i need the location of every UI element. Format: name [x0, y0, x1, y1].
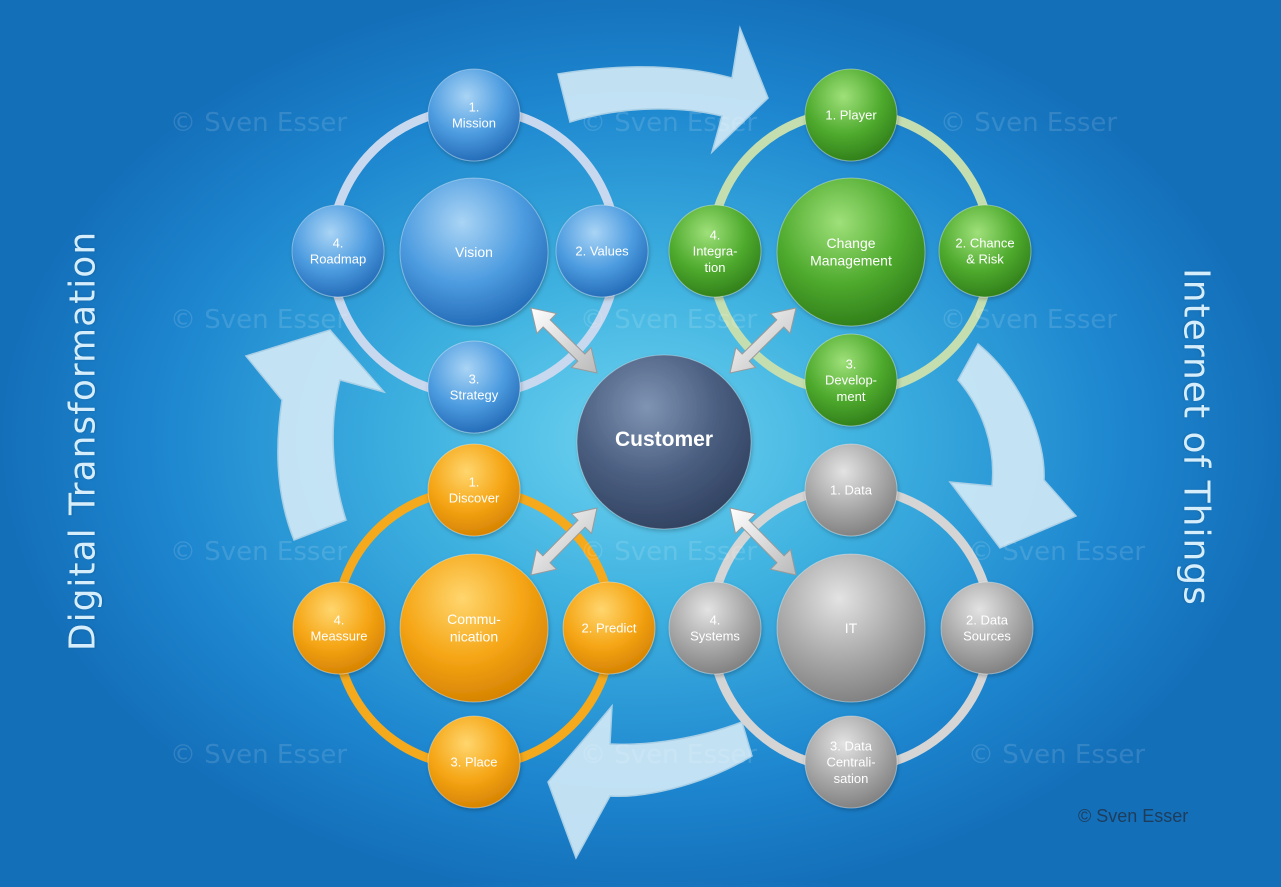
watermark-text: © Sven Esser [940, 305, 1118, 335]
satellite-label: 2. Predict [582, 621, 637, 636]
cluster-blue: Vision 1. Mission 2. Values 3. Strategy 4. Road… [291, 68, 649, 434]
satellite-label: 4. [710, 227, 721, 242]
satellite-label: Mission [452, 116, 496, 131]
watermark-text: © Sven Esser [940, 108, 1118, 138]
watermark-text: © Sven Esser [580, 537, 758, 567]
main-circle-gray [776, 553, 926, 703]
main-circle-label: Commu- [447, 611, 501, 627]
satellite-label: 1. [469, 99, 480, 114]
satellite-label: Develop- [825, 373, 877, 388]
satellite-circle-blue-bottom [427, 340, 521, 434]
main-circle-label: Management [810, 253, 892, 269]
watermark-text: © Sven Esser [170, 305, 348, 335]
satellite-label: 3. Place [451, 755, 498, 770]
satellite-label: 1. [469, 474, 480, 489]
main-circle-label: IT [845, 620, 858, 636]
satellite-label: Systems [690, 629, 740, 644]
cycle-arrow-left [244, 329, 387, 541]
watermark-text: © Sven Esser [968, 537, 1146, 567]
satellite-label: Meassure [310, 629, 367, 644]
satellite-label: 4. [710, 612, 721, 627]
watermark-text: © Sven Esser [170, 537, 348, 567]
customer-label: Customer [615, 428, 713, 451]
watermark-text: © Sven Esser [170, 108, 348, 138]
main-circle-green [776, 177, 926, 327]
satellite-label: 1. Player [825, 108, 877, 123]
main-circle-label: Vision [455, 244, 493, 260]
satellite-circle-green-bottom [804, 333, 898, 427]
satellite-label: Discover [449, 491, 500, 506]
internet-of-things-title: Internet of Things [1175, 268, 1217, 606]
satellite-label: Roadmap [310, 252, 366, 267]
satellite-circle-orange-left [292, 581, 386, 675]
cluster-orange: Commu-nication 1. Discover 2. Predict 3. Pla… [292, 443, 656, 809]
satellite-circle-green-left [668, 204, 762, 298]
main-circle-label: Change [826, 235, 875, 251]
main-circle-label: nication [450, 629, 498, 645]
satellite-circle-orange-top [427, 443, 521, 537]
satellite-label: 4. [334, 612, 345, 627]
satellite-circle-gray-right [940, 581, 1034, 675]
satellite-label: ment [837, 389, 866, 404]
satellite-label: 4. [333, 235, 344, 250]
main-circle-orange [399, 553, 549, 703]
satellite-circle-blue-left [291, 204, 385, 298]
satellite-label: Strategy [450, 388, 499, 403]
satellite-circle-green-top [804, 68, 898, 162]
satellite-label: 3. Data [830, 738, 873, 753]
satellite-circle-gray-bottom [804, 715, 898, 809]
cycle-arrow-bottom [547, 703, 753, 860]
satellite-circle-orange-right [562, 581, 656, 675]
cycle-arrow-top [557, 25, 769, 155]
watermark-text: © Sven Esser [580, 108, 758, 138]
satellite-label: 3. [846, 356, 857, 371]
cycle-arrow-right [948, 342, 1078, 549]
satellite-circle-blue-right [555, 204, 649, 298]
copyright-label: © Sven Esser [1078, 806, 1189, 826]
main-circle-blue [399, 177, 549, 327]
watermark-text: © Sven Esser [580, 740, 758, 770]
link-arrow-orange [530, 507, 598, 576]
satellite-circle-orange-bottom [427, 715, 521, 809]
satellite-label: tion [705, 260, 726, 275]
watermark-text: © Sven Esser [170, 740, 348, 770]
digital-transformation-title: Digital Transformation [62, 230, 104, 652]
customer-circle [576, 354, 752, 530]
satellite-circle-gray-left [668, 581, 762, 675]
satellite-label: 3. [469, 371, 480, 386]
satellite-label: 2. Data [966, 612, 1009, 627]
watermark-text: © Sven Esser [968, 740, 1146, 770]
satellite-label: Centrali- [826, 755, 875, 770]
link-arrow-green [729, 307, 797, 374]
watermark-text: © Sven Esser [580, 305, 758, 335]
link-arrow-blue [530, 307, 598, 374]
satellite-label: sation [834, 771, 869, 786]
link-arrow-gray [729, 507, 797, 576]
satellite-circle-gray-top [804, 443, 898, 537]
satellite-label: Integra- [693, 244, 738, 259]
satellite-circle-green-right [938, 204, 1032, 298]
satellite-label: Sources [963, 629, 1011, 644]
satellite-label: & Risk [966, 252, 1004, 267]
satellite-circle-blue-top [427, 68, 521, 162]
satellite-label: 2. Values [575, 244, 629, 259]
satellite-label: 2. Chance [955, 235, 1014, 250]
satellite-label: 1. Data [830, 483, 873, 498]
